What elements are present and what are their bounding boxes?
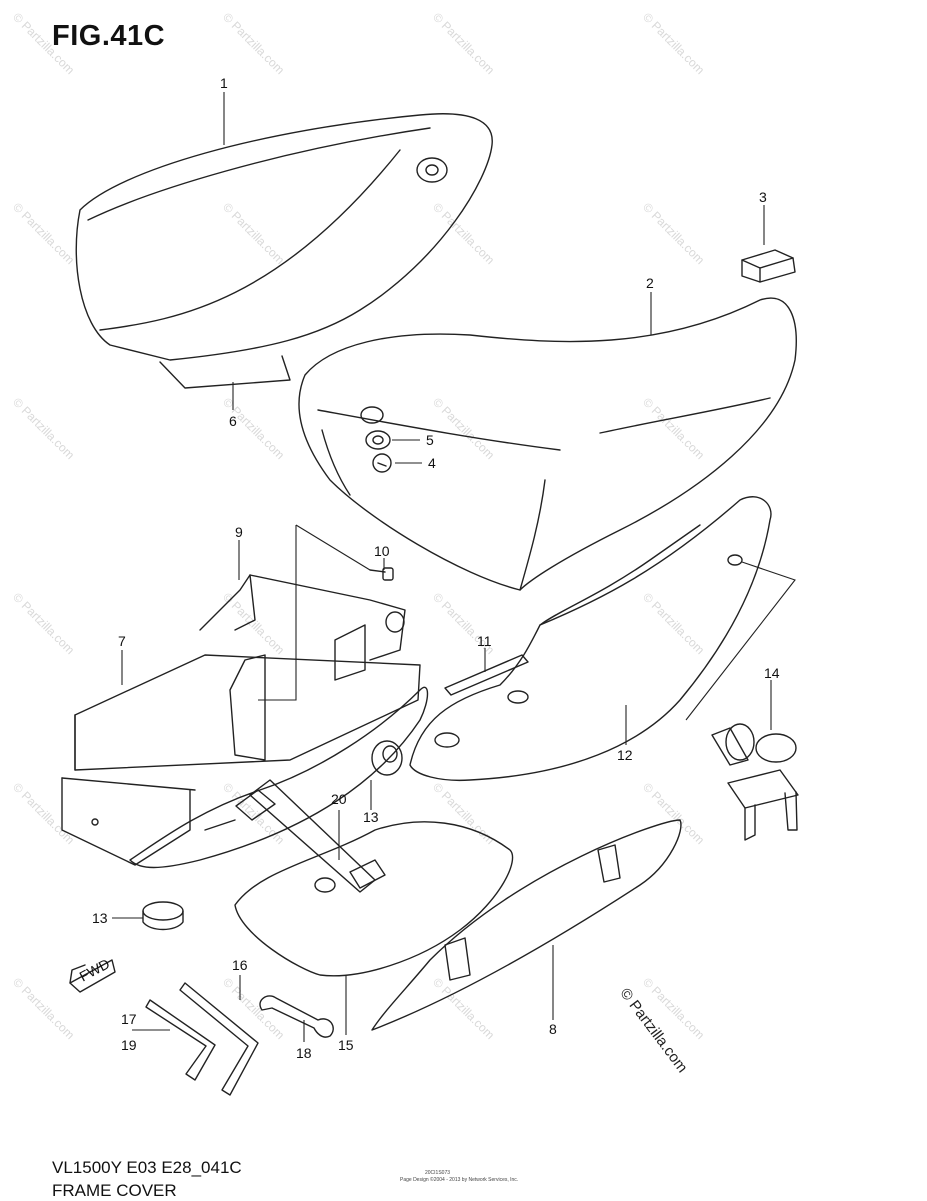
callout-5: 5	[426, 432, 434, 448]
part-4-screw[interactable]	[372, 453, 392, 473]
part-15-tool-bag[interactable]	[234, 821, 514, 977]
fwd-arrow-label: FWD	[77, 955, 113, 984]
callout-11: 11	[477, 633, 492, 649]
part-fitting[interactable]	[385, 611, 405, 633]
callout-14: 14	[764, 665, 780, 681]
part-3-cushion[interactable]	[741, 249, 796, 283]
callout-7: 7	[118, 633, 126, 649]
fwd-arrow-icon: FWD	[69, 955, 116, 993]
callout-9: 9	[235, 524, 243, 540]
callout-2: 2	[646, 275, 654, 291]
part-11-strip[interactable]	[444, 654, 529, 696]
model-code: VL1500Y E03 E28_041C	[52, 1158, 242, 1177]
callout-3: 3	[759, 189, 767, 205]
callout-8: 8	[549, 1021, 557, 1037]
part-16-hex-wrench[interactable]	[179, 982, 259, 1096]
part-17-19-hex-wrench[interactable]	[145, 999, 216, 1081]
part-2-frame-cover[interactable]	[298, 297, 797, 591]
tiny-credit: Page Design ©2004 - 2013 by Network Serv…	[400, 1177, 519, 1183]
leader-lines	[112, 92, 796, 1042]
part-13-grommet-lower[interactable]	[142, 901, 184, 931]
part-14-lock-set[interactable]	[711, 723, 799, 841]
callout-19: 19	[121, 1037, 137, 1053]
part-18-spanner[interactable]	[259, 995, 334, 1038]
callout-20: 20	[331, 791, 347, 807]
callout-4: 4	[428, 455, 436, 471]
part-7-battery-box[interactable]	[61, 654, 421, 866]
callout-12: 12	[617, 747, 633, 763]
part-1-side-cover[interactable]	[75, 113, 493, 389]
part-8-lower-cover[interactable]	[371, 819, 682, 1031]
callout-13-upper: 13	[363, 809, 379, 825]
callout-labels: 1 2 3 4 5 6 7 8 9 10 11 12 13 13 14 15 1…	[92, 75, 780, 1061]
figure-title: FIG.41C	[52, 20, 166, 52]
part-5-grommet[interactable]	[360, 406, 391, 450]
callout-17: 17	[121, 1011, 137, 1027]
callout-18: 18	[296, 1045, 312, 1061]
callout-6: 6	[229, 413, 237, 429]
callout-10: 10	[374, 543, 390, 559]
section-name: FRAME COVER	[52, 1181, 177, 1200]
part-12-frame-cover-right[interactable]	[409, 496, 772, 782]
callout-15: 15	[338, 1037, 354, 1053]
part-10-bolt[interactable]	[369, 567, 394, 581]
callout-1: 1	[220, 75, 228, 91]
part-9-bracket[interactable]	[199, 574, 406, 761]
part-13-grommet-upper[interactable]	[371, 740, 403, 776]
tiny-code: 20CI1S073	[425, 1170, 451, 1176]
callout-13-lower: 13	[92, 910, 108, 926]
part-tray[interactable]	[129, 686, 429, 869]
part-20-strap[interactable]	[235, 779, 386, 893]
callout-16: 16	[232, 957, 248, 973]
